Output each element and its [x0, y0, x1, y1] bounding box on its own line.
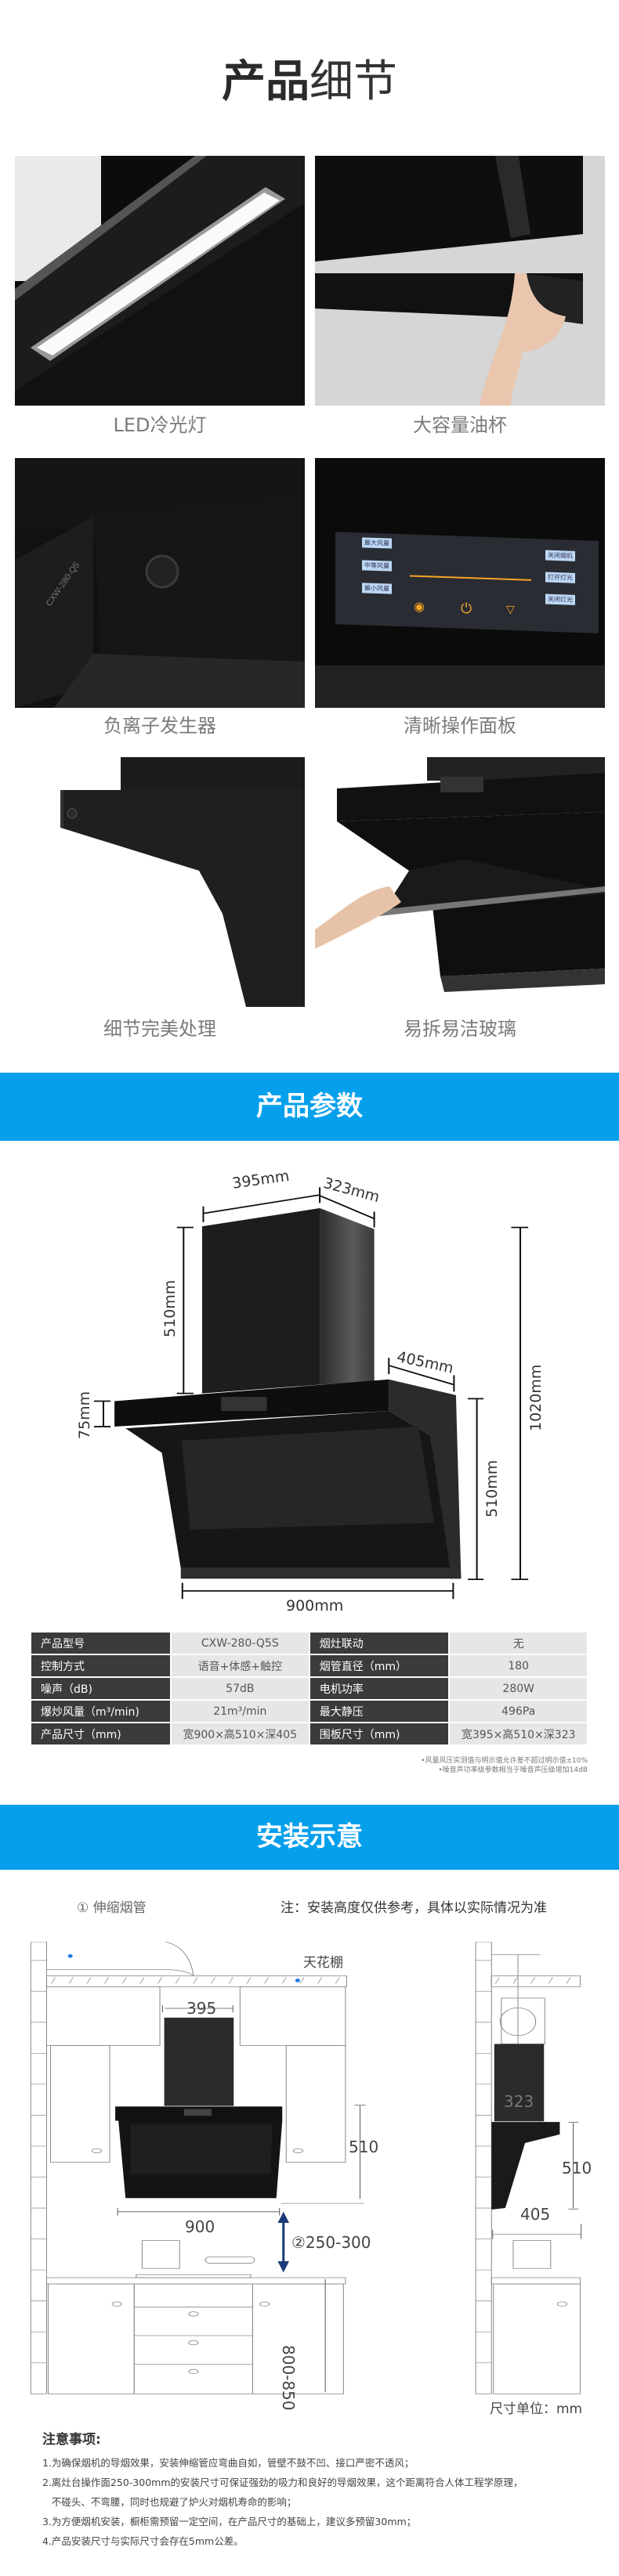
- caption-oil-cup: 大容量油杯: [413, 414, 507, 436]
- power-icon: ⏻: [461, 600, 472, 618]
- spec-value: 语音+体感+触控: [171, 1655, 309, 1676]
- dim-395: 395: [186, 1999, 217, 2018]
- panel-button-light-off: 关闭灯光: [545, 593, 575, 605]
- spec-key: 产品尺寸（mm): [31, 1723, 170, 1744]
- lamp-icon: ▽: [506, 603, 515, 617]
- spec-value: CXW-280-Q5S: [171, 1633, 309, 1654]
- spec-key: 烟灶联动: [310, 1633, 449, 1654]
- panel-button-min: 最小风量: [362, 583, 392, 594]
- panel-button-off: 关闭烟机: [545, 550, 575, 561]
- photo-control-panel: 最大风量 中等风量 最小风量 关闭烟机 打开灯光 关闭灯光 ⏻ ◉ ▽: [315, 458, 605, 708]
- params-header: 产品参数: [0, 1073, 619, 1141]
- ion-grille-icon: [145, 554, 179, 589]
- spec-key: 最大静压: [310, 1701, 449, 1722]
- details-title-bold: 产品: [222, 56, 310, 107]
- caption-glass: 易拆易洁玻璃: [404, 1018, 516, 1040]
- touch-panel: 最大风量 中等风量 最小风量 关闭烟机 打开灯光 关闭灯光 ⏻ ◉ ▽: [335, 532, 599, 633]
- panel-button-mid: 中等风量: [362, 560, 392, 572]
- photo-led-light: [15, 156, 305, 406]
- spec-key: 电机功率: [310, 1678, 449, 1699]
- spec-value: 宽900×高510×深405: [171, 1723, 309, 1744]
- product-dimension-diagram: 395mm 323mm 510mm 75mm 405mm 510mm 1020m…: [0, 1065, 619, 1615]
- photo-ion-generator: CXW-280-Q5: [15, 458, 305, 708]
- dim-323: 323: [504, 2092, 534, 2111]
- gap-arrow: [277, 2211, 290, 2273]
- spec-key: 爆炒风量（m³/min): [31, 1701, 170, 1722]
- hood-edge: [315, 666, 605, 708]
- panel-slider: [410, 575, 531, 581]
- spec-key: 产品型号: [31, 1633, 170, 1654]
- gesture-icon: ◉: [414, 598, 425, 615]
- dim-510-front: 510: [349, 2138, 379, 2156]
- details-title-light: 细节: [310, 56, 397, 107]
- chimney: [201, 1208, 320, 1394]
- spec-value: 57dB: [171, 1678, 309, 1699]
- spec-value: 宽395×高510×深323: [450, 1723, 587, 1744]
- photo-side-detail: [15, 757, 305, 1007]
- table-row: 控制方式语音+体感+触控烟管直径（mm）180: [31, 1655, 587, 1676]
- caption-ion: 负离子发生器: [103, 715, 216, 737]
- spec-value: 180: [450, 1655, 587, 1676]
- note-line: 2.离灶台操作面250-300mm的安装尺寸可保证强劲的吸力和良好的导烟效果，这…: [42, 2477, 523, 2488]
- spec-key: 控制方式: [31, 1655, 170, 1676]
- spec-key: 烟管直径（mm）: [310, 1655, 449, 1676]
- details-title: 产品细节: [0, 56, 619, 108]
- panel-button-max: 最大风量: [362, 537, 392, 549]
- install-hood-side: [491, 2122, 560, 2210]
- photo-glass-panel: [315, 757, 605, 1007]
- duct-marker: [67, 1954, 73, 1958]
- note-line: 1.为确保烟机的导烟效果，安装伸缩管应弯曲自如，管壁不鼓不凹、接口严密不透风；: [42, 2457, 414, 2469]
- dim-900: 900: [185, 2217, 215, 2236]
- notes-title: 注意事项:: [42, 2432, 101, 2448]
- dim-chimney-height: 510mm: [161, 1279, 179, 1337]
- install-note: 注：安装高度仅供参考，具体以实际情况为准: [281, 1900, 547, 1916]
- dim-gap: ②250-300: [291, 2233, 371, 2252]
- note-line: 不碰头、不弯腰，同时也规避了炉火对烟机寿命的影响；: [42, 2496, 297, 2508]
- caption-panel: 清晰操作面板: [404, 715, 516, 737]
- spec-value: 无: [450, 1633, 587, 1654]
- ceiling-marker: [295, 1979, 300, 1983]
- spec-value: 21m³/min: [171, 1701, 309, 1722]
- spec-key: 围板尺寸（mm): [310, 1723, 449, 1744]
- notes-section: 注意事项: 1.为确保烟机的导烟效果，安装伸缩管应弯曲自如，管壁不鼓不凹、接口严…: [42, 2430, 523, 2551]
- caption-led: LED冷光灯: [113, 414, 207, 436]
- dim-405: 405: [520, 2205, 551, 2224]
- note-line: 4.产品安装尺寸与实际尺寸会存在5mm公差。: [42, 2535, 244, 2547]
- duct-label: ① 伸缩烟管: [77, 1900, 147, 1916]
- panel-button-light-on: 打开灯光: [545, 572, 575, 583]
- footnote: •风量风压实测值与明示值允许差不超过明示值±10%: [421, 1757, 588, 1765]
- install-header: 安装示意: [0, 1805, 619, 1870]
- dim-panel-height: 75mm: [76, 1391, 93, 1439]
- ceiling-label: 天花棚: [303, 1955, 343, 1971]
- install-chimney: [164, 2017, 234, 2106]
- dim-hood-height: 510mm: [483, 1459, 501, 1517]
- note-line: 3.为方便烟机安装，橱柜需预留一定空间，在产品尺寸的基础上，建议多预留30mm；: [42, 2516, 417, 2527]
- spec-value: 496Pa: [450, 1701, 587, 1722]
- dim-510-side: 510: [562, 2159, 592, 2177]
- unit-label: 尺寸单位：mm: [490, 2401, 583, 2417]
- dim-counter-height: 800-850: [279, 2345, 298, 2411]
- photo-oil-cup: [315, 156, 605, 406]
- dim-hood-width: 900mm: [286, 1597, 344, 1615]
- install-diagram: 天花棚 395 510 900 ②250-300 800-850 323 510…: [0, 1941, 619, 2427]
- spec-value: 280W: [450, 1678, 587, 1699]
- dim-total-height: 1020mm: [527, 1364, 545, 1431]
- footnote: •噪音声功率级参数相当于噪音声压级增加14dB: [438, 1766, 588, 1774]
- caption-side-detail: 细节完美处理: [103, 1018, 216, 1040]
- spec-key: 噪声（dB): [31, 1678, 170, 1699]
